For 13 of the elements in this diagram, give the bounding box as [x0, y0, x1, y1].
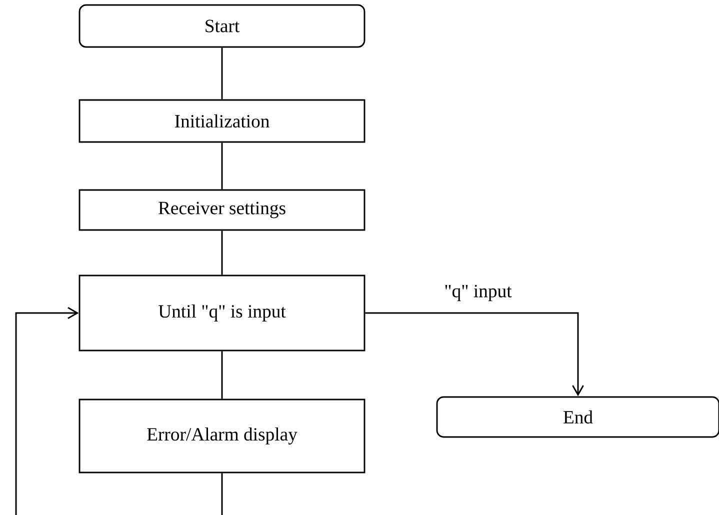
process-box: Receiver settings: [78, 189, 366, 231]
edge-label: "q" input: [445, 284, 512, 302]
terminal-box: End: [436, 396, 719, 438]
connector-line: [221, 48, 223, 100]
arrow: [365, 312, 584, 396]
process-box: Until "q" is input: [78, 274, 366, 352]
connector-line: [221, 142, 223, 190]
terminal-box: Start: [78, 4, 366, 48]
process-box: Error/Alarm display: [78, 398, 366, 474]
arrow: [15, 307, 223, 515]
connector-line: [221, 351, 223, 399]
connector-line: [221, 230, 223, 275]
process-box: Initialization: [78, 99, 366, 143]
